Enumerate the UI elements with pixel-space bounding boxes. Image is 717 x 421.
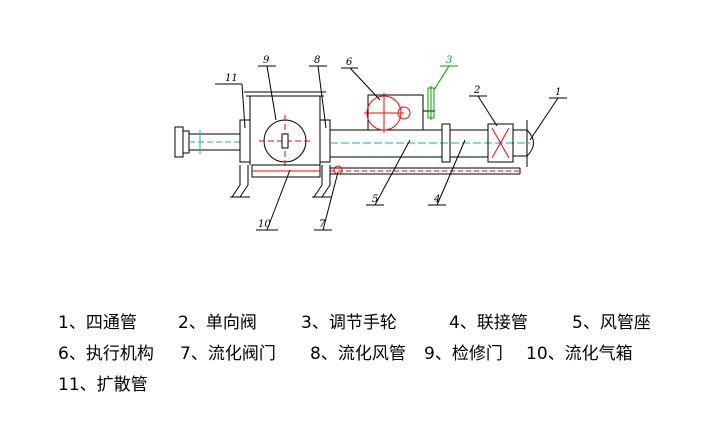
legend-item: 9、检修门 [424, 344, 503, 364]
inspection-door [259, 115, 311, 167]
support-legs [230, 165, 332, 198]
parts-legend: 1、四通管 2、单向阀 3、调节手轮 4、联接管 5、风管座 6、执行机构 7、… [58, 308, 698, 401]
four-way-pipe [526, 120, 534, 167]
diffuser-pipe [174, 126, 240, 158]
fluidizing-air-box [251, 164, 321, 178]
hopper-body [239, 91, 331, 165]
legend-item: 10、流化气箱 [526, 344, 633, 364]
legend-row: 11、扩散管 [58, 370, 698, 401]
legend-item: 7、流化阀门 [180, 344, 276, 364]
callout-10: 10 [258, 219, 271, 230]
callout-2: 2 [473, 85, 480, 96]
callout-1: 1 [555, 87, 561, 98]
fluidizing-air-pipe [330, 165, 521, 175]
legend-item: 5、风管座 [572, 313, 651, 333]
adjusting-handwheel [423, 86, 435, 120]
legend-item: 4、联接管 [449, 313, 528, 333]
legend-item: 3、调节手轮 [301, 313, 397, 333]
leader-lines [215, 65, 567, 231]
legend-item: 1、四通管 [58, 313, 137, 333]
pump-assembly-diagram: 1 2 3 4 5 6 7 8 9 10 11 [174, 55, 567, 231]
legend-item: 2、单向阀 [178, 313, 257, 333]
callout-11: 11 [225, 73, 238, 84]
legend-row: 1、四通管 2、单向阀 3、调节手轮 4、联接管 5、风管座 [58, 308, 698, 339]
legend-item: 6、执行机构 [58, 344, 154, 364]
callout-4: 4 [433, 194, 440, 205]
callout-8: 8 [314, 55, 320, 66]
legend-row: 6、执行机构 7、流化阀门 8、流化风管 9、检修门 10、流化气箱 [58, 339, 698, 370]
callout-9: 9 [263, 55, 270, 66]
actuator [364, 93, 424, 133]
callout-3: 3 [446, 55, 452, 66]
callout-7: 7 [319, 219, 326, 230]
legend-item: 8、流化风管 [310, 344, 406, 364]
legend-item: 11、扩散管 [58, 375, 148, 395]
callout-5: 5 [372, 194, 378, 205]
callout-6: 6 [346, 57, 353, 68]
